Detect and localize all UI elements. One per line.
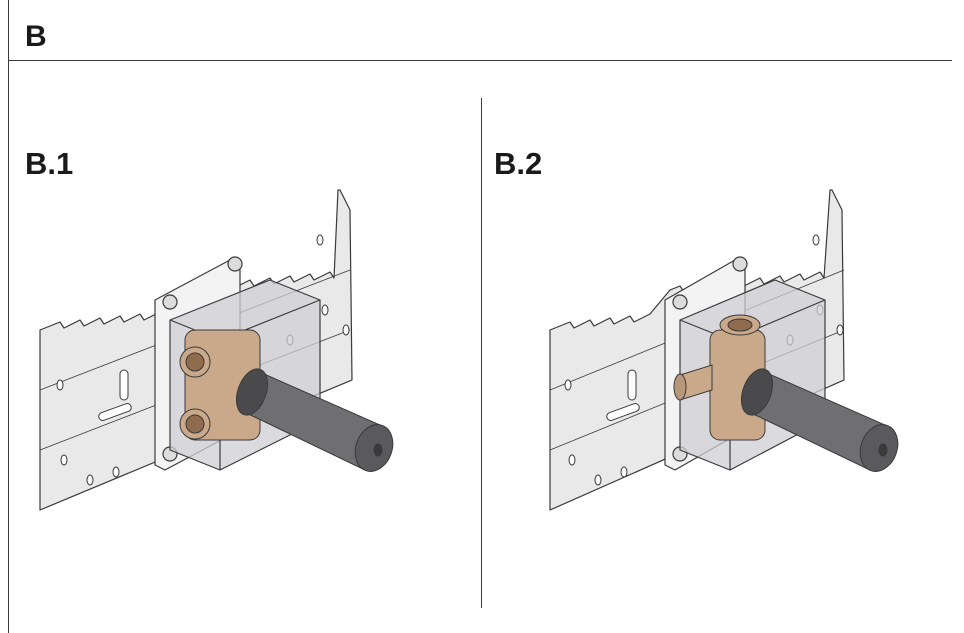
protective-plug: [740, 368, 899, 472]
page-frame: [8, 0, 964, 633]
valve-illustration-b2: [549, 189, 899, 511]
title-rule: [8, 60, 952, 61]
panel-divider: [481, 98, 482, 608]
panel-label-b2: B.2: [494, 146, 543, 181]
panel-label-b1: B.1: [25, 146, 74, 181]
rail-holes: [56, 234, 350, 486]
section-title: B: [25, 20, 47, 53]
protective-plug: [235, 368, 394, 472]
valve-illustration-b1: [39, 189, 394, 511]
